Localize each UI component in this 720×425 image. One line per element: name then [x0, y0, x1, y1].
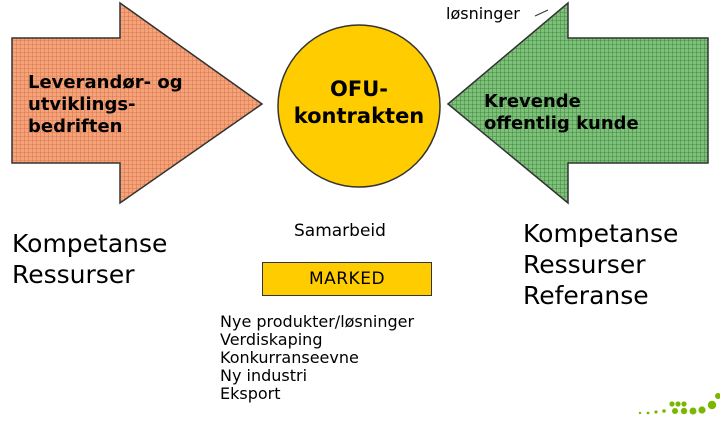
outcome-item: Verdiskaping [220, 330, 323, 349]
collaboration-label: Samarbeid [294, 221, 386, 241]
right-arrow-line: offentlig kunde [484, 113, 639, 134]
outcome-item: Ny industri [220, 366, 308, 385]
center-circle-label: OFU- kontrakten [279, 76, 439, 130]
outcome-item: Konkurranseevne [220, 348, 359, 367]
left-arrow-line: bedriften [28, 116, 123, 137]
left-arrow-line: utviklings- [28, 94, 136, 115]
outcome-item: Nye produkter/løsninger [220, 312, 415, 331]
market-box: MARKED [262, 262, 432, 296]
outcomes-list: Nye produkter/løsninger Verdiskaping Kon… [220, 313, 414, 403]
logo-dots-icon [638, 393, 720, 415]
left-resource-item: Kompetanse [12, 229, 168, 258]
market-label: MARKED [308, 269, 386, 289]
left-resource-item: Ressurser [12, 260, 135, 289]
right-resource-item: Kompetanse [523, 219, 679, 248]
right-resource-item: Ressurser [523, 250, 646, 279]
pointer-line [534, 9, 549, 17]
outcome-item: Eksport [220, 384, 281, 403]
top-label: løsninger [446, 4, 520, 23]
left-resources-list: Kompetanse Ressurser [12, 228, 167, 290]
right-arrow-label: Krevende offentlig kunde [484, 91, 639, 135]
left-arrow-line: Leverandør- og [28, 72, 183, 93]
center-circle-line: kontrakten [293, 104, 425, 128]
left-arrow-shape [11, 1, 264, 205]
right-arrow-line: Krevende [484, 91, 581, 112]
right-resource-item: Referanse [523, 281, 649, 310]
center-circle-line: OFU- [330, 77, 388, 101]
right-resources-list: Kompetanse Ressurser Referanse [523, 218, 678, 311]
left-arrow-label: Leverandør- og utviklings- bedriften [28, 72, 183, 138]
center-circle [277, 24, 441, 188]
right-arrow-shape [446, 1, 709, 205]
